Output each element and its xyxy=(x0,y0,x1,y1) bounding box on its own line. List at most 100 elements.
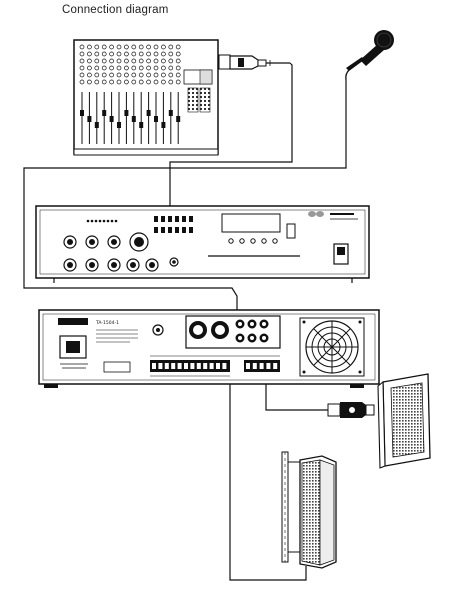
terminal-screw xyxy=(158,363,163,369)
player-button xyxy=(272,238,278,244)
terminal-screw xyxy=(252,363,257,369)
channel-switch xyxy=(161,216,165,222)
terminal-screw xyxy=(259,363,264,369)
front-knob-center xyxy=(67,239,73,245)
channel-switch xyxy=(175,216,179,222)
mixer-knob xyxy=(131,44,137,50)
mixer-knob xyxy=(116,58,122,64)
player-button xyxy=(250,238,256,244)
mixer-knob xyxy=(153,72,159,78)
mixer-fader-cap xyxy=(87,116,92,122)
mixer-knob xyxy=(94,65,100,71)
mixer-knob xyxy=(138,65,144,71)
channel-switch xyxy=(182,227,186,233)
mixer-knob xyxy=(161,51,166,57)
mixer-knob xyxy=(131,65,137,71)
front-indicator-dots xyxy=(86,216,193,233)
mixer-knob xyxy=(153,51,159,57)
mixer-knob xyxy=(109,44,114,50)
mixer-knob xyxy=(87,51,92,57)
channel-switch xyxy=(182,216,186,222)
terminal-strip-right xyxy=(246,363,278,369)
mixer-knob xyxy=(175,58,181,64)
mixer-knob xyxy=(175,44,181,50)
mixer-knob xyxy=(116,44,122,50)
mixer-knob xyxy=(116,79,122,85)
mixer-knob xyxy=(175,65,181,71)
mixer-knob xyxy=(109,72,114,78)
mixer-knob xyxy=(153,44,159,50)
rca-jack-center xyxy=(262,336,266,340)
front-knob-center xyxy=(130,262,136,268)
mixer-knob xyxy=(101,51,107,57)
mixer-knob xyxy=(146,51,151,57)
terminal-strip-left xyxy=(152,363,227,369)
mixer-knob xyxy=(168,44,174,50)
terminal-screw xyxy=(152,363,156,369)
mixer-knob xyxy=(87,44,92,50)
mixer-knob xyxy=(124,65,129,71)
mixer-knob xyxy=(109,51,114,57)
terminal-screw xyxy=(266,363,271,369)
front-knob-center xyxy=(67,262,73,268)
mixer-knob xyxy=(87,72,92,78)
mixer-knob xyxy=(153,58,159,64)
mixer-knob xyxy=(175,79,181,85)
front-knobs xyxy=(63,235,159,272)
mixer-knob xyxy=(161,58,166,64)
rear-model-label: TA-1504-1 xyxy=(95,320,119,326)
terminal-screw xyxy=(196,363,201,369)
mixer-knob xyxy=(138,51,144,57)
mixer-fader-cap xyxy=(109,116,114,122)
mixer-fader-cap xyxy=(176,116,181,122)
mixer-fader-cap xyxy=(161,122,166,128)
front-buttons xyxy=(228,238,278,244)
channel-switch xyxy=(154,216,158,222)
mixer-knob xyxy=(124,79,129,85)
mixer-knob xyxy=(109,65,114,71)
mixer-knob xyxy=(138,79,144,85)
mixer-fader-cap xyxy=(146,110,151,116)
mixer-knob xyxy=(161,44,166,50)
mixer-knob xyxy=(124,51,129,57)
mixer-knob xyxy=(116,72,122,78)
terminal-screw xyxy=(164,363,169,369)
mixer-knob xyxy=(109,79,114,85)
diagram-title: Connection diagram xyxy=(62,4,169,16)
terminal-screw xyxy=(171,363,176,369)
mixer-knob xyxy=(94,79,100,85)
mixer-knob xyxy=(124,58,129,64)
terminal-screw xyxy=(203,363,208,369)
indicator-dot xyxy=(86,219,90,223)
mixer-knob xyxy=(153,79,159,85)
terminal-screw xyxy=(184,363,188,369)
mixer-knob xyxy=(94,51,100,57)
mixer-knob xyxy=(116,65,122,71)
mixer-knob xyxy=(87,58,92,64)
mixer-knob xyxy=(168,58,174,64)
terminal-screw xyxy=(246,363,250,369)
mixer-knob xyxy=(116,51,122,57)
channel-switch xyxy=(189,216,193,222)
indicator-dot xyxy=(114,219,118,223)
player-button xyxy=(261,238,267,244)
mixer-knob xyxy=(79,72,85,78)
mixer-knob xyxy=(87,79,92,85)
mixer-console xyxy=(73,39,219,156)
mixer-knob xyxy=(161,65,166,71)
mixer-knob xyxy=(101,65,107,71)
mixer-knob xyxy=(146,58,151,64)
mixer-knob xyxy=(168,72,174,78)
mixer-knob xyxy=(109,58,114,64)
speakon-plug-icon xyxy=(327,402,375,418)
mixer-knob xyxy=(94,44,100,50)
mixer-fader-cap xyxy=(102,110,107,116)
channel-switch xyxy=(168,216,172,222)
mixer-knob xyxy=(168,65,174,71)
rca-jack-center xyxy=(250,336,254,340)
indicator-dot xyxy=(110,219,114,223)
mixer-knob xyxy=(146,44,151,50)
column-speaker-icon xyxy=(281,451,337,569)
rca-jack-center xyxy=(262,322,266,326)
mixer-knob xyxy=(161,72,166,78)
